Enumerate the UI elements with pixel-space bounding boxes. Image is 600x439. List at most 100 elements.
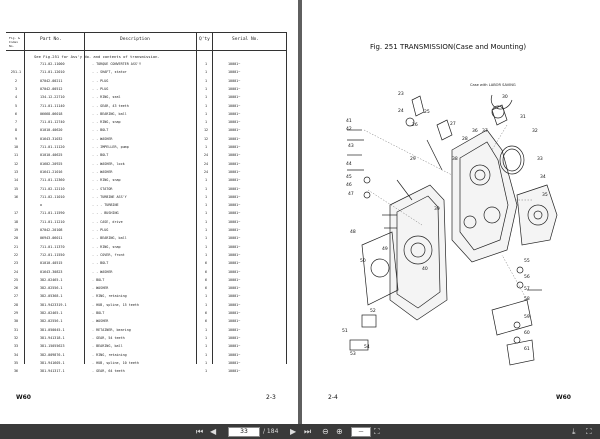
cell-part-no: 381-15055623	[40, 344, 65, 349]
cell-qty: 1	[204, 70, 208, 75]
cell-description: . RING, retaining	[92, 294, 127, 299]
cell-qty: 6	[204, 311, 208, 315]
cell-qty: 1	[204, 120, 208, 125]
callout: 51	[342, 328, 348, 334]
callout: 53	[350, 351, 356, 357]
callout: 46	[346, 182, 352, 188]
fit-page-icon[interactable]: ⛶	[374, 427, 380, 436]
fullscreen-icon[interactable]: ⛶	[586, 427, 592, 436]
cell-part-no: 01010-40515	[40, 261, 63, 266]
cell-qty: 1	[204, 145, 208, 149]
first-page-icon[interactable]: ⏮	[196, 427, 204, 436]
cell-serial: 10001~	[228, 169, 241, 174]
cell-serial: 10001~	[228, 203, 241, 208]
cell-part-no: 381-050045-1	[40, 327, 65, 332]
cell-part-no: 06943-06011	[40, 236, 63, 241]
cell-description: . . PLUG	[92, 86, 109, 91]
cell-fig: 16	[13, 194, 19, 199]
cell-description: . . BOLT	[92, 153, 109, 158]
cell-part-no: 711-01-12360	[40, 178, 65, 183]
cell-part-no: 01643-30823	[40, 269, 63, 274]
zoom-in-icon[interactable]: ⊕	[336, 427, 343, 436]
callout: 26	[412, 122, 418, 128]
cell-description: . . CASE, drive	[92, 219, 123, 224]
cell-qty: 1	[204, 369, 208, 374]
callout: 25	[424, 109, 430, 115]
cell-fig: 8	[14, 128, 18, 133]
transmission-case	[451, 129, 518, 263]
zoom-out-icon[interactable]: ⊖	[322, 427, 329, 436]
page-number-input[interactable]: 33	[228, 427, 260, 437]
left-page: Fig. & Index No. Part No. Description Q'…	[0, 0, 298, 424]
cell-qty: 1	[204, 194, 208, 199]
cell-part-no: 382-02556-1	[40, 286, 63, 291]
oil-ring	[499, 145, 525, 175]
next-page-icon[interactable]: ▶	[290, 427, 297, 436]
column-divider	[84, 32, 85, 364]
cell-qty: 1	[204, 111, 208, 116]
callout: 44	[346, 161, 352, 167]
cell-description: . . SHAFT, stator	[92, 70, 127, 75]
cell-serial: 10001~	[228, 344, 241, 349]
cell-fig: 29	[13, 311, 19, 315]
callout: 56	[524, 274, 530, 280]
figure-title: Fig. 251 TRANSMISSION(Case and Mounting)	[370, 43, 527, 51]
cell-qty: 6	[204, 261, 208, 266]
cell-part-no: 07042-20108	[40, 228, 63, 232]
gear-plate	[361, 231, 399, 306]
cell-qty: 1	[204, 78, 208, 83]
cell-qty: 12	[203, 128, 209, 133]
cell-part-no: 711-01-12010	[40, 70, 65, 75]
cell-fig: 35	[13, 360, 19, 365]
cell-part-no: 381-941317-1	[40, 369, 65, 374]
cell-qty: 6	[204, 319, 208, 324]
cell-fig: 26	[13, 286, 19, 291]
cell-fig: 25	[13, 277, 19, 282]
cell-serial: 10001~	[228, 120, 241, 125]
cell-fig: 3	[14, 86, 18, 91]
cell-description: . WASHER	[92, 319, 109, 324]
zoom-select[interactable]: —	[351, 427, 371, 437]
cell-part-no: 382-02465-1	[40, 277, 63, 282]
cell-fig: 5	[14, 103, 18, 108]
cell-serial: 10001~	[228, 111, 241, 116]
cell-serial: 10001~	[228, 294, 241, 299]
cell-description: . BOLT	[92, 277, 105, 282]
cell-fig: 24	[13, 269, 19, 274]
cell-qty: 1	[204, 95, 208, 100]
cell-serial: 10001~	[228, 194, 241, 199]
cell-part-no: 712-01-11550	[40, 252, 65, 257]
download-icon[interactable]: ⤓	[572, 427, 576, 436]
cell-qty: 1	[204, 335, 208, 340]
previous-page-icon[interactable]: ◀	[210, 427, 217, 436]
cell-qty: 1	[204, 327, 208, 332]
cell-part-no: 382-02556-1	[40, 319, 63, 324]
cell-serial: 10001~	[228, 62, 241, 66]
cell-qty: 1	[204, 103, 208, 108]
cell-part-no: 134-12-22710	[40, 95, 65, 100]
cell-description: . GEAR, 64 teeth	[92, 369, 125, 374]
cell-description: . . WASHER	[92, 136, 113, 141]
callout: 43	[348, 143, 354, 149]
callout: 60	[524, 330, 530, 336]
last-page-icon[interactable]: ⏭	[304, 427, 312, 436]
cell-serial: 10001~	[228, 335, 241, 340]
cell-qty: 1	[204, 344, 208, 349]
cell-serial: 10001~	[228, 360, 241, 365]
table-header-rule	[6, 50, 286, 51]
pump-housing	[516, 184, 558, 246]
